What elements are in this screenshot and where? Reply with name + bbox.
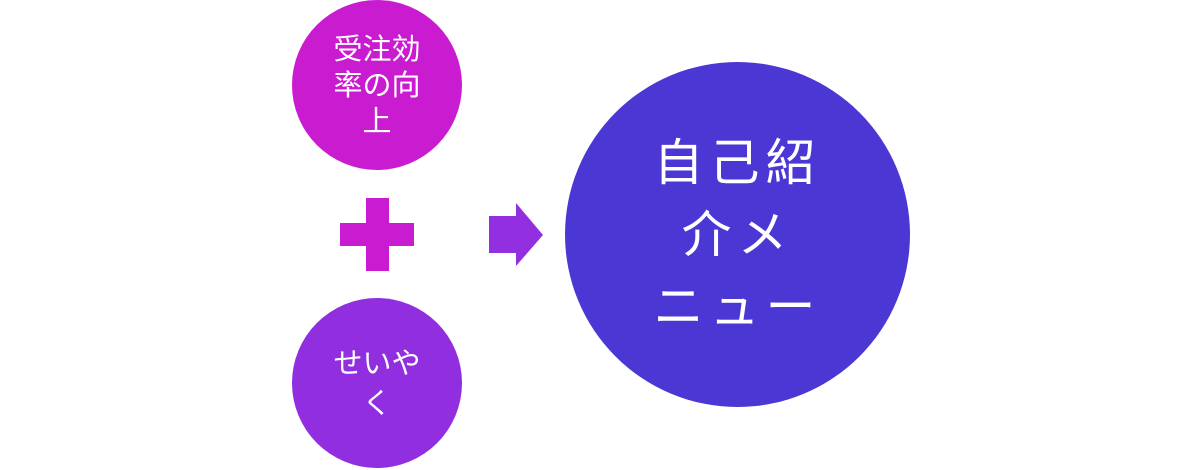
circle-text-line: 率の向 (333, 68, 421, 102)
circle-text-line: 受注効 (333, 32, 421, 66)
circle-order-efficiency: 受注効 率の向 上 (292, 0, 462, 170)
circle-text-line: 自己紹 (653, 133, 822, 192)
circle-seiyaku: せいや く (292, 298, 462, 468)
circle-self-intro-menu: 自己紹 介メ ニュー (565, 62, 910, 407)
circle-text-line: く (362, 386, 392, 420)
circle-text-line: 上 (362, 104, 392, 138)
circle-text-line: ニュー (653, 277, 822, 336)
circle-text-line: せいや (333, 346, 421, 380)
circle-text-line: 介メ (681, 205, 794, 264)
right-arrow-icon (489, 203, 543, 266)
